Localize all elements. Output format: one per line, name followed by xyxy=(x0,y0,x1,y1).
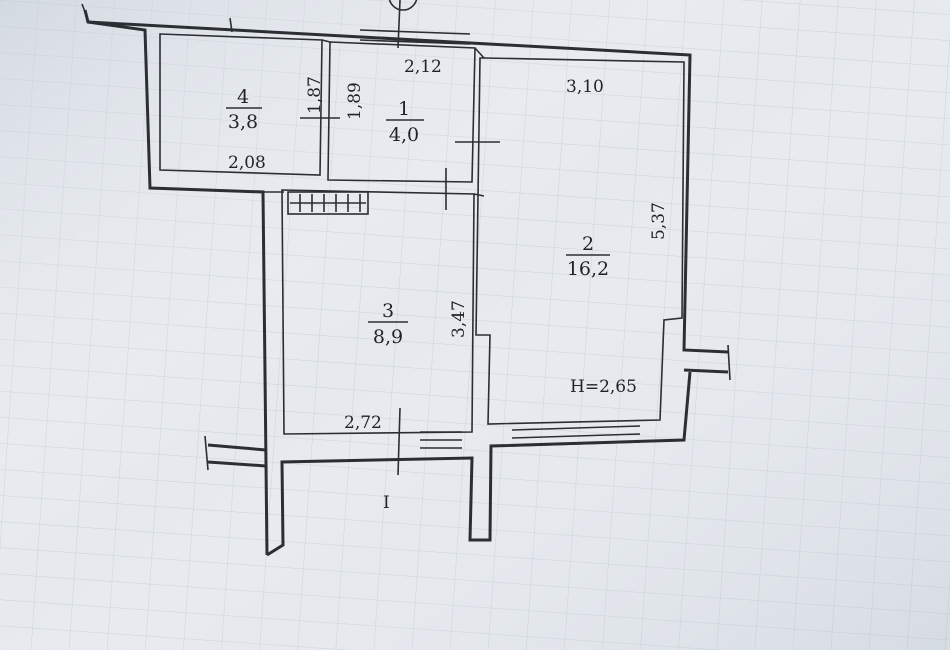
room-label-3: 3 8,9 xyxy=(368,300,408,348)
room-label-4: 4 3,8 xyxy=(226,86,262,133)
room-number-2: 2 xyxy=(582,233,594,255)
dim-room4-height: 1,87 xyxy=(305,76,325,114)
room-number-4: 4 xyxy=(237,86,249,108)
room-area-2: 16,2 xyxy=(567,258,609,280)
dim-room3-height: 3,47 xyxy=(449,300,469,338)
interior-walls xyxy=(159,0,685,476)
room-number-3: 3 xyxy=(382,300,394,322)
room-number-1: 1 xyxy=(398,98,410,120)
dim-room3-width: 2,72 xyxy=(344,413,382,433)
dim-room2-height: 5,37 xyxy=(649,202,669,240)
dim-room1-height: 1,89 xyxy=(345,82,365,120)
ceiling-height: H=2,65 xyxy=(570,377,637,397)
room-area-1: 4,0 xyxy=(389,124,419,146)
dim-room4-width: 2,08 xyxy=(228,153,266,173)
room-label-2: 2 16,2 xyxy=(566,233,610,280)
balcony-label: I xyxy=(383,493,390,513)
dim-room2-width: 3,10 xyxy=(566,77,604,97)
dim-room1-width: 2,12 xyxy=(404,57,442,77)
room-area-3: 8,9 xyxy=(373,326,403,348)
room-label-1: 1 4,0 xyxy=(386,98,424,146)
room-area-4: 3,8 xyxy=(228,111,258,133)
